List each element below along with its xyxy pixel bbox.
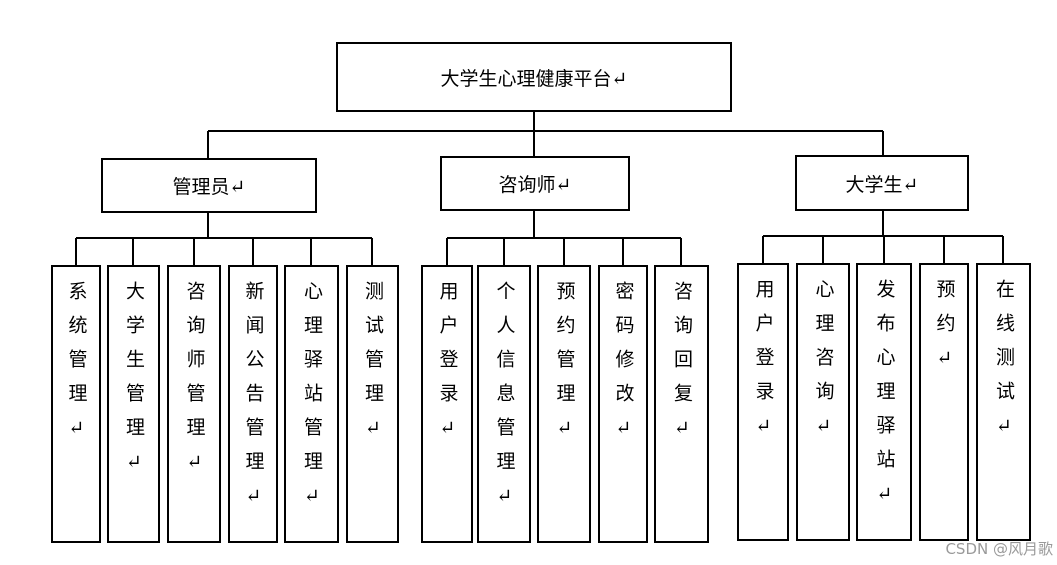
leaf-node-appointment: 预约↵: [919, 263, 969, 541]
leaf-node-student-login: 用户登录↵: [737, 263, 789, 541]
leaf-node-psych-consultation: 心理咨询↵: [796, 263, 850, 541]
leaf-node-consultation-reply: 咨询回复↵: [654, 265, 709, 543]
group-node-admin: 管理员↵: [101, 158, 317, 213]
leaf-node-appointment-management: 预约管理↵: [537, 265, 591, 543]
leaf-node-password-change: 密码修改↵: [598, 265, 648, 543]
group-node-student: 大学生↵: [795, 155, 969, 211]
watermark: CSDN @风月歌: [945, 540, 1053, 558]
leaf-node-online-test: 在线测试↵: [976, 263, 1031, 541]
leaf-node-station-management: 心理驿站管理↵: [284, 265, 339, 543]
leaf-node-counselor-management: 咨询师管理↵: [167, 265, 221, 543]
leaf-node-student-management: 大学生管理↵: [107, 265, 160, 543]
group-node-counselor: 咨询师↵: [440, 156, 630, 211]
leaf-node-profile-management: 个人信息管理↵: [477, 265, 531, 543]
leaf-node-news-management: 新闻公告管理↵: [228, 265, 278, 543]
leaf-node-system-management: 系统管理↵: [51, 265, 101, 543]
leaf-node-post-station: 发布心理驿站↵: [856, 263, 912, 541]
root-node: 大学生心理健康平台↵: [336, 42, 732, 112]
leaf-node-counselor-login: 用户登录↵: [421, 265, 473, 543]
leaf-node-test-management: 测试管理↵: [346, 265, 399, 543]
